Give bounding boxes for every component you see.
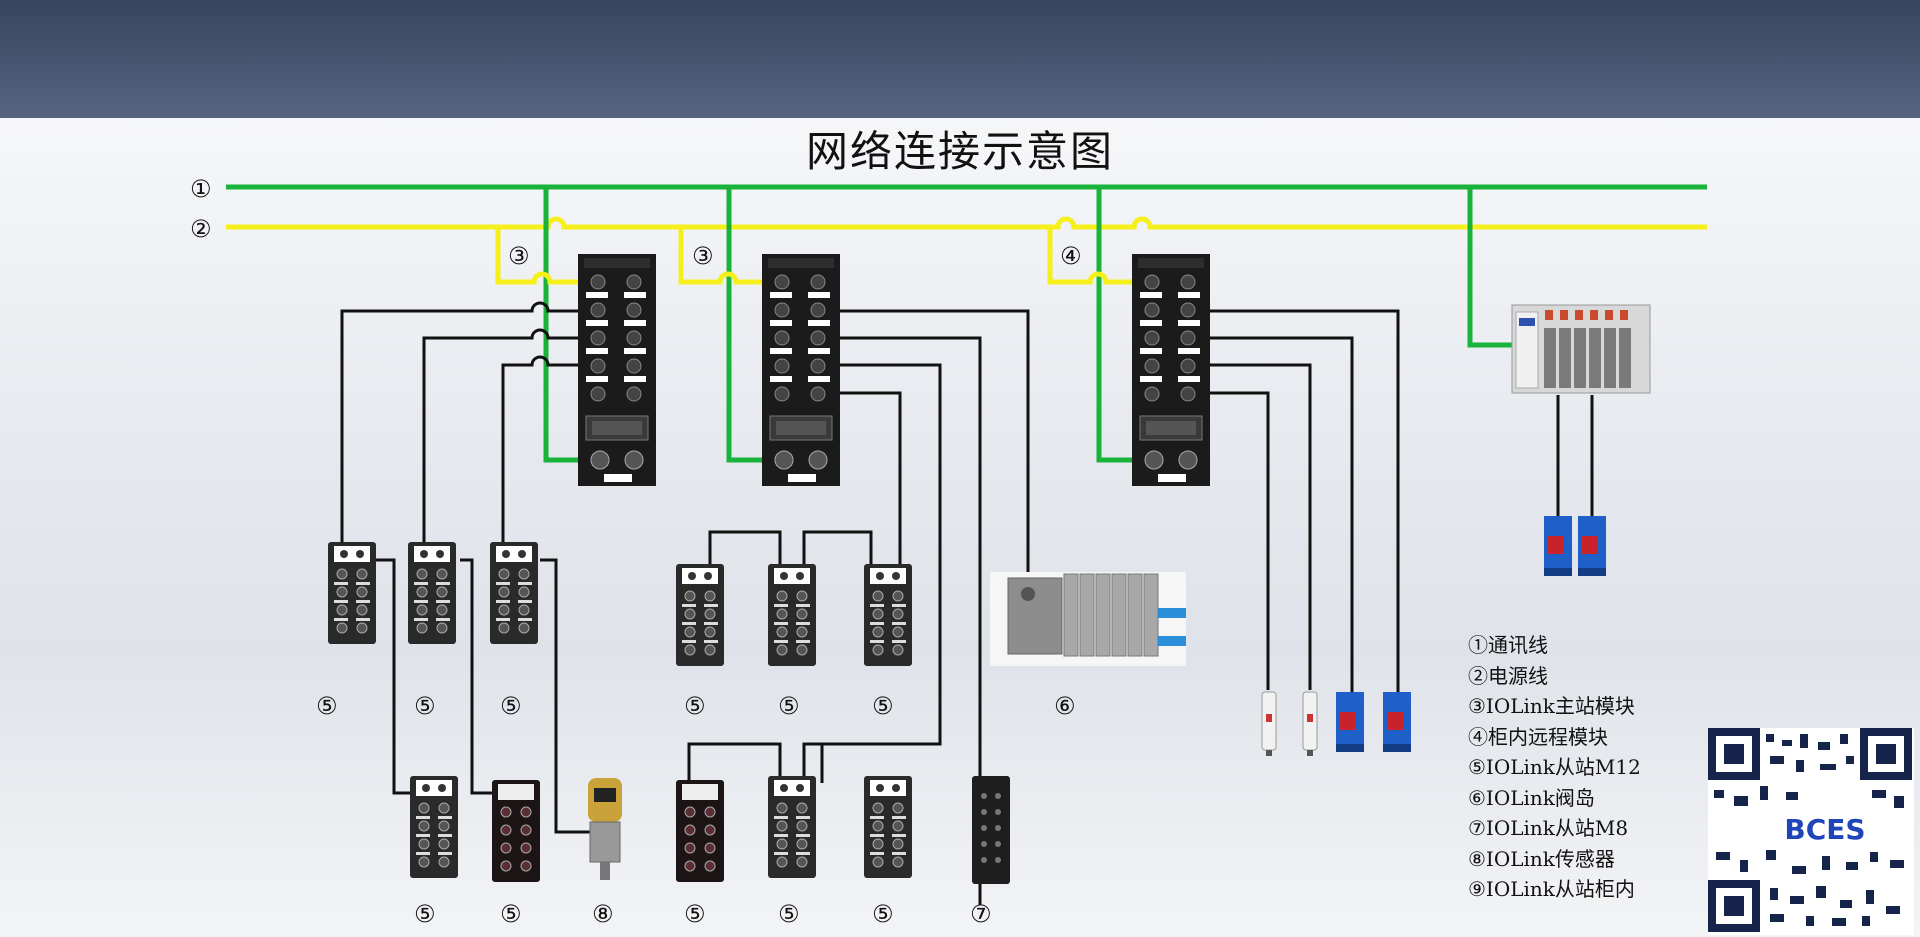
slave-m12-1 (327, 541, 377, 645)
marker-slave-2: ⑤ (414, 692, 436, 720)
header-band (0, 0, 1920, 118)
marker-slave-8: ⑤ (500, 900, 522, 928)
marker-slave-11: ⑤ (872, 900, 894, 928)
legend-item-comm-line: ①通讯线 (1468, 633, 1548, 657)
legend-item-slave-cabinet: ⑨IOLink从站柜内 (1468, 877, 1635, 901)
marker-slave-4: ⑤ (684, 692, 706, 720)
marker-slave-m8: ⑦ (970, 900, 992, 928)
marker-slave-10: ⑤ (778, 900, 800, 928)
slave-m12-5 (767, 563, 817, 667)
page-title: 网络连接示意图 (805, 127, 1114, 176)
ioLink-sensor-cabinet-2 (1578, 516, 1606, 576)
slave-m12-11 (863, 775, 913, 879)
small-sensor-2 (1302, 691, 1318, 757)
marker-slave-3: ⑤ (500, 692, 522, 720)
slave-m12-4 (675, 563, 725, 667)
legend-item-slave-m8: ⑦IOLink从站M8 (1468, 816, 1629, 840)
marker-slave-6: ⑤ (872, 692, 894, 720)
marker-valve-island: ⑥ (1054, 692, 1076, 720)
logo-text: BCES (1784, 813, 1865, 846)
legend-item-valve-island: ⑥IOLink阀岛 (1468, 785, 1595, 810)
qr-code: BCES (1708, 728, 1914, 935)
ioLink-valve-island (990, 572, 1186, 666)
marker-master-1: ③ (508, 242, 530, 270)
legend-item-power-line: ②电源线 (1468, 663, 1548, 688)
slave-m12-3 (489, 541, 539, 645)
blue-sensor-1 (1336, 692, 1364, 752)
marker-pressure-sensor: ⑧ (592, 900, 614, 928)
slave-m8 (972, 776, 1010, 884)
marker-slave-9: ⑤ (684, 900, 706, 928)
ioLink-sensor-cabinet-1 (1544, 516, 1572, 576)
marker-slave-7: ⑤ (414, 900, 436, 928)
slave-m12-9 (675, 779, 725, 883)
slave-m12-2 (407, 541, 457, 645)
plc-rack (1511, 304, 1651, 394)
small-sensor-1 (1261, 691, 1277, 757)
marker-remote-module: ④ (1060, 242, 1082, 270)
marker-slave-1: ⑤ (316, 692, 338, 720)
ioLink-pressure-sensor (588, 778, 622, 880)
remote-module (1131, 253, 1211, 487)
legend-item-master-module: ③IOLink主站模块 (1468, 694, 1635, 718)
legend-item-remote-module: ④柜内远程模块 (1468, 724, 1608, 749)
legend-item-sensor: ⑧IOLink传感器 (1468, 846, 1615, 871)
legend-item-slave-m12: ⑤IOLink从站M12 (1468, 755, 1641, 779)
slave-m12-7 (409, 775, 459, 879)
marker-slave-5: ⑤ (778, 692, 800, 720)
marker-master-2: ③ (692, 242, 714, 270)
master-module-2 (761, 253, 841, 487)
slave-m12-6 (863, 563, 913, 667)
blue-sensor-2 (1383, 692, 1411, 752)
slave-m12-8 (491, 779, 541, 883)
master-module-1 (577, 253, 657, 487)
legend: ①通讯线 ②电源线 ③IOLink主站模块 ④柜内远程模块 ⑤IOLink从站M… (1468, 630, 1641, 905)
marker-power-line: ② (190, 215, 212, 243)
slave-m12-10 (767, 775, 817, 879)
marker-comm-line: ① (190, 175, 212, 203)
